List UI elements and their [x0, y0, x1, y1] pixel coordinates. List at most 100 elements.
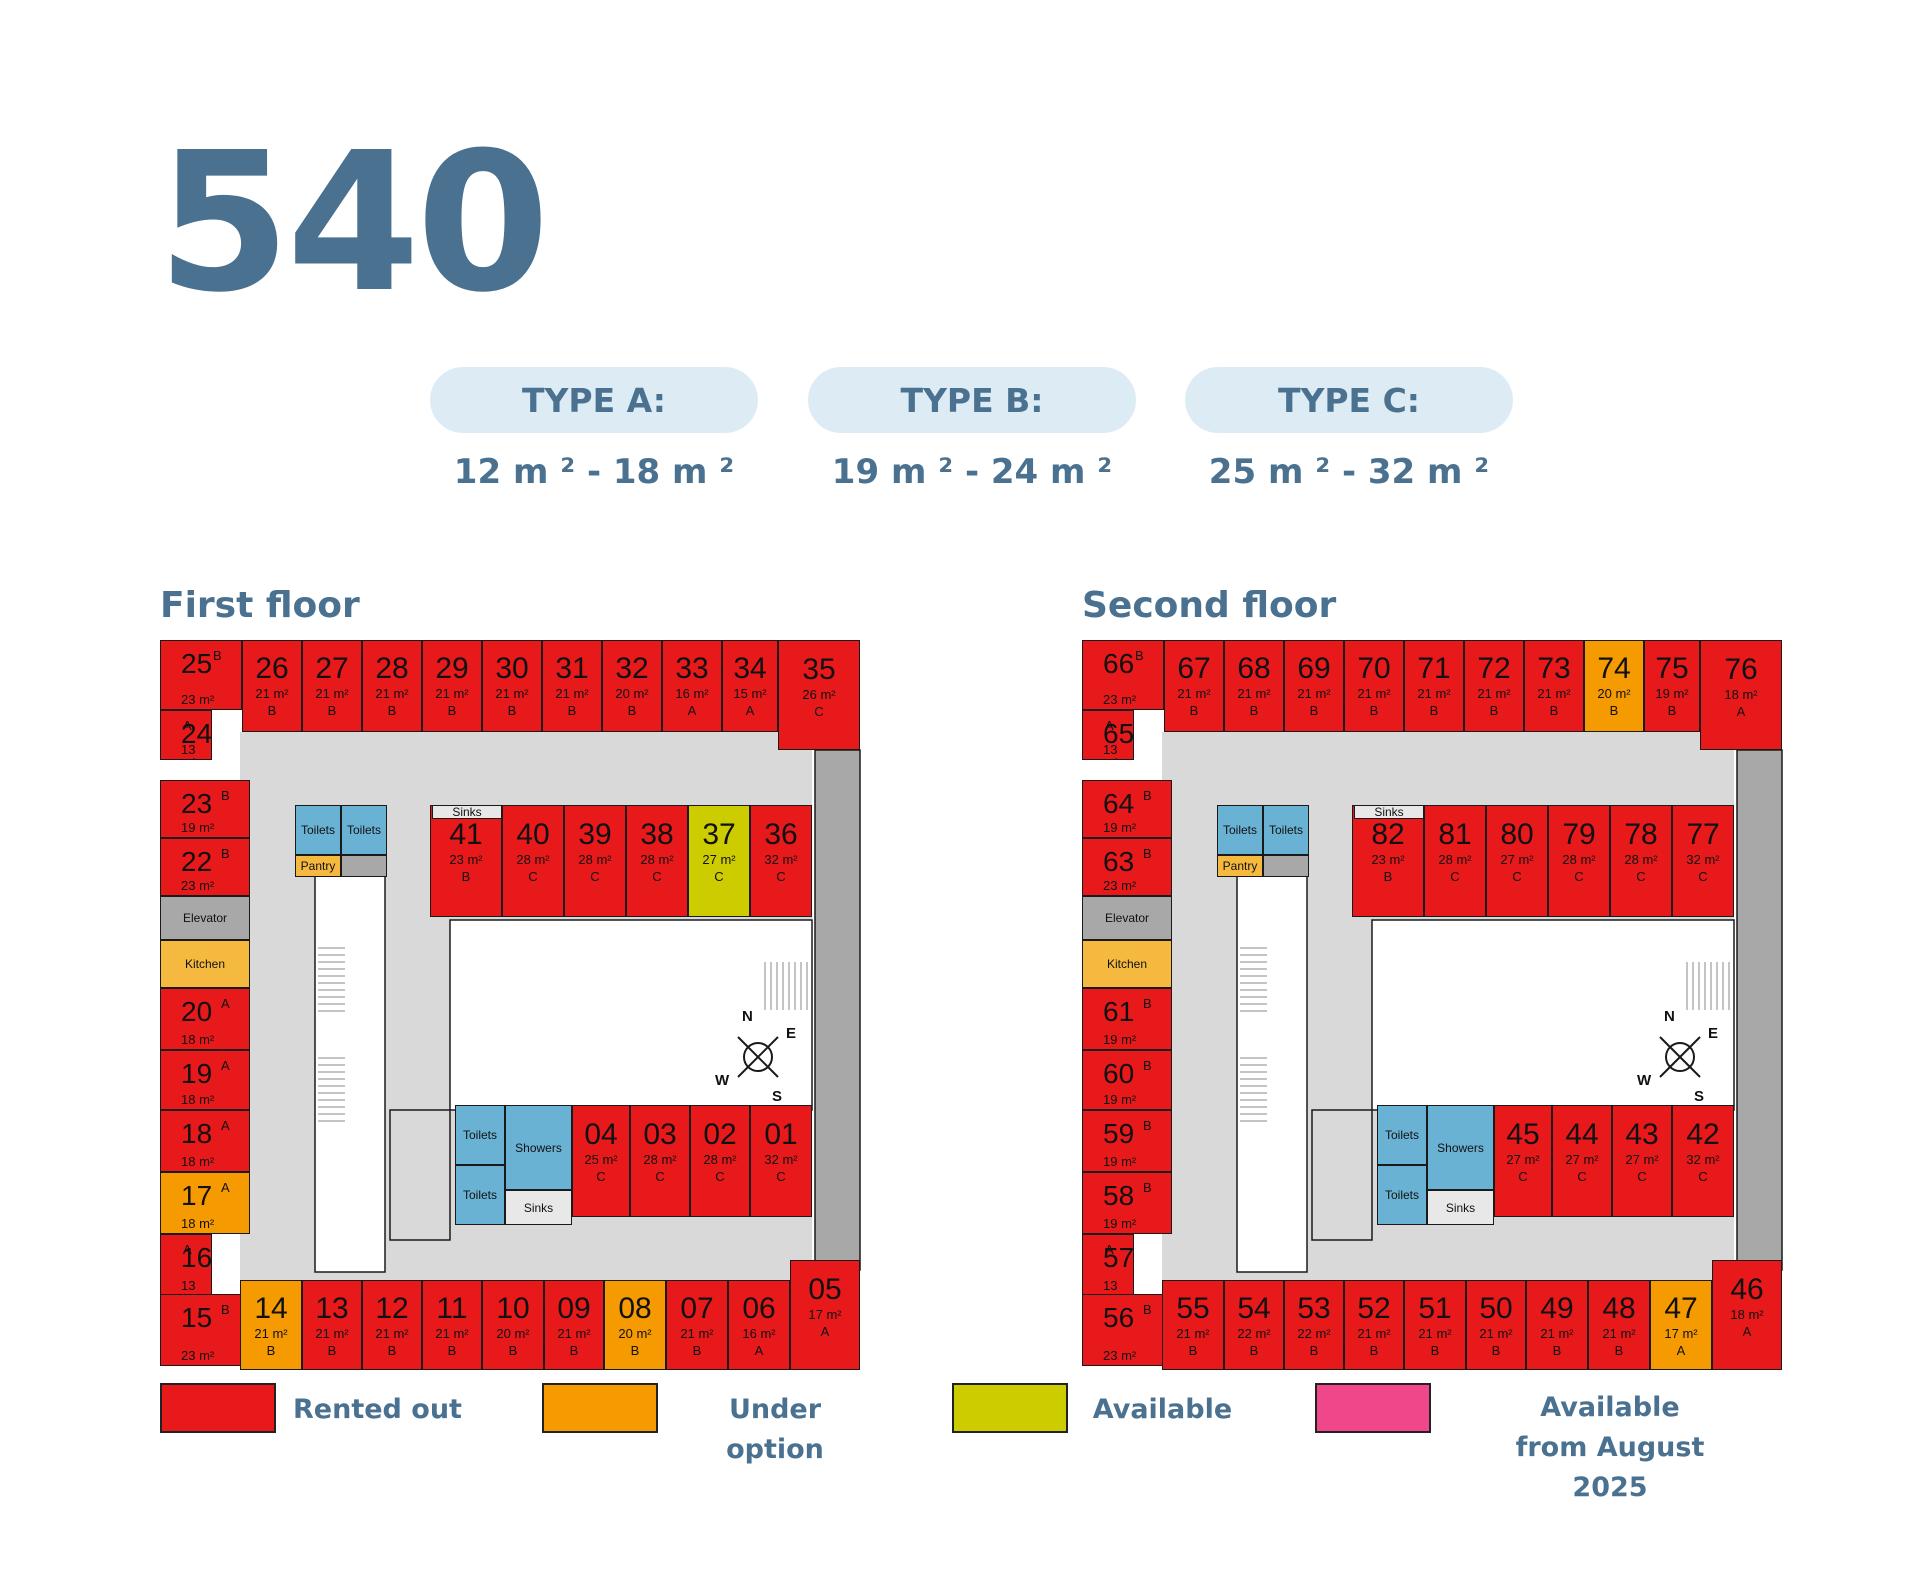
- unit-type: B: [1309, 1342, 1319, 1358]
- unit-number: 23: [181, 788, 213, 819]
- unit-area: 19 m²: [1103, 820, 1137, 835]
- unit-number: 24: [181, 718, 212, 749]
- unit-type: B: [1143, 1058, 1152, 1073]
- unit-type: C: [1518, 1169, 1528, 1184]
- compass-e: E: [786, 1025, 797, 1042]
- unit-number: 11: [436, 1291, 468, 1325]
- unit-type: B: [1135, 648, 1144, 663]
- unit-area: 23 m²: [1103, 692, 1137, 707]
- unit-number: 68: [1237, 651, 1271, 685]
- kitchen: Kitchen: [160, 940, 250, 988]
- unit-type: A: [221, 1058, 230, 1073]
- unit-number: 43: [1625, 1118, 1659, 1151]
- unit-type: C: [1574, 869, 1584, 884]
- unit-area: 32 m²: [1686, 1152, 1720, 1167]
- unit-type: A: [221, 996, 230, 1011]
- service-shaft: [1736, 749, 1783, 1271]
- unit-type: B: [327, 702, 337, 718]
- unit-area: 21 m²: [255, 685, 289, 701]
- type-a-range: 12 m ² - 18 m ²: [453, 452, 735, 492]
- unit-type: A: [221, 1118, 230, 1133]
- unit-type: B: [1369, 702, 1379, 718]
- unit-number: 78: [1624, 818, 1658, 851]
- compass-needle: [1659, 1036, 1701, 1078]
- unit-area: 23 m²: [181, 692, 215, 707]
- type-c-range: 25 m ² - 32 m ²: [1208, 452, 1490, 492]
- unit-area: 15 m²: [733, 685, 767, 701]
- unit-number: 38: [640, 818, 674, 851]
- pantry: Pantry: [295, 855, 341, 877]
- unit-area: 21 m²: [375, 1325, 409, 1341]
- toilets: Toilets: [1263, 805, 1309, 855]
- unit-area: 32 m²: [764, 1152, 798, 1167]
- compass-w: W: [1637, 1072, 1652, 1089]
- unit-area: 21 m²: [1237, 685, 1271, 701]
- unit-area: 28 m²: [1562, 852, 1596, 867]
- toilets: Toilets: [455, 1165, 505, 1225]
- unit-type: A: [183, 718, 192, 733]
- unit-area: 21 m²: [555, 685, 589, 701]
- unit-number: 02: [703, 1118, 737, 1151]
- toilets: Toilets: [295, 805, 341, 855]
- unit-type: B: [1249, 1342, 1259, 1358]
- compass-needle: [737, 1036, 779, 1078]
- unit-type: B: [1369, 1342, 1379, 1358]
- unit-type: B: [221, 1302, 230, 1317]
- unit-number: 19: [181, 1058, 213, 1089]
- unit-area: 19 m²: [1103, 1092, 1137, 1107]
- unit-type: A: [1105, 718, 1114, 733]
- unit-area: 18 m²: [181, 1216, 215, 1231]
- unit-number: 41: [449, 818, 483, 851]
- unit-number: 59: [1103, 1118, 1135, 1149]
- sinks: Sinks: [1427, 1190, 1494, 1225]
- elevator: Elevator: [160, 896, 250, 940]
- unit-number: 52: [1357, 1291, 1391, 1325]
- legend-label-august: Available from August 2025: [1515, 1392, 1705, 1503]
- utility-block: [1263, 855, 1309, 877]
- compass-e: E: [1708, 1025, 1719, 1042]
- unit-area: 21 m²: [435, 685, 469, 701]
- unit-area: 27 m²: [1565, 1152, 1599, 1167]
- courtyard: [449, 919, 813, 1111]
- unit-number: 51: [1418, 1291, 1452, 1325]
- unit-type: B: [213, 648, 222, 663]
- unit-number: 17: [181, 1180, 213, 1211]
- compass-s: S: [772, 1088, 783, 1105]
- unit-type: C: [1512, 869, 1522, 884]
- toilets: Toilets: [1377, 1105, 1427, 1165]
- unit-number: 44: [1565, 1118, 1599, 1151]
- unit-number: 74: [1597, 651, 1631, 685]
- unit-type: A: [1105, 1242, 1114, 1257]
- unit-type: B: [1430, 1342, 1440, 1358]
- unit-area: 21 m²: [1177, 685, 1211, 701]
- unit-number: 48: [1602, 1291, 1636, 1325]
- unit-area: 19 m²: [1103, 1216, 1137, 1231]
- unit-type: B: [1143, 1302, 1152, 1317]
- unit-number: 12: [375, 1291, 409, 1325]
- unit-area: 21 m²: [315, 1325, 349, 1341]
- corridor-recess: [389, 1109, 451, 1241]
- unit-number: 64: [1103, 788, 1135, 819]
- unit-type: C: [776, 869, 786, 884]
- unit-area: 22 m²: [1297, 1325, 1331, 1341]
- unit-type: C: [1450, 869, 1460, 884]
- unit-number: 40: [516, 818, 550, 851]
